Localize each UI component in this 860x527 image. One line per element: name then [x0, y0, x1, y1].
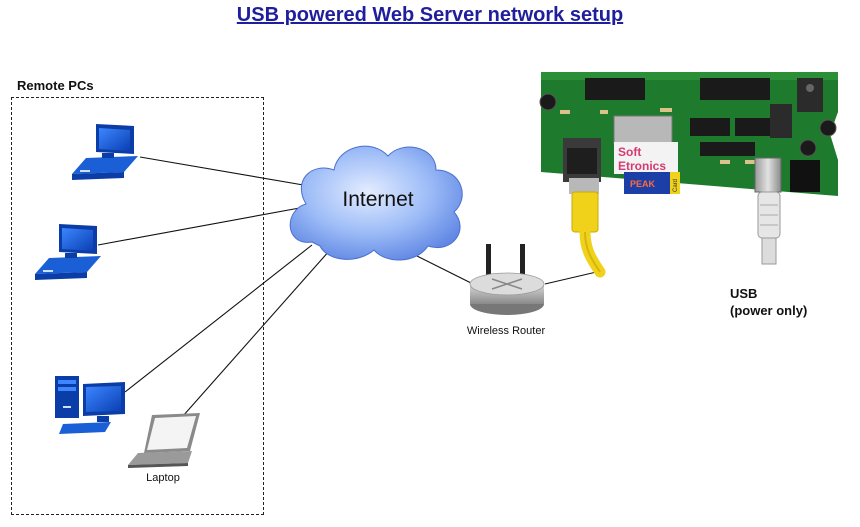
web-server-board: Soft Etronics PEAK Card [539, 72, 838, 196]
laptop-label: Laptop [146, 472, 180, 484]
link-desktop-internet [124, 244, 313, 393]
capacitor [819, 119, 837, 137]
dc-power-jack [790, 160, 820, 192]
memory-card-text: PEAK [630, 179, 656, 189]
memory-card-side-text: Card [673, 179, 679, 192]
internet-label: Internet [342, 188, 413, 211]
remote-pcs-label: Remote PCs [17, 78, 94, 93]
usb-label: USB [730, 286, 757, 301]
memory-card [624, 172, 672, 194]
ic-chip [700, 78, 770, 100]
remote-pcs-group-box [11, 97, 264, 515]
ic-chip [735, 118, 775, 136]
desktop-tower-pc-icon [55, 376, 125, 434]
sd-card-slot [613, 115, 673, 145]
voltage-regulator [797, 78, 823, 112]
ic-chip [585, 78, 645, 100]
usb-cable-icon [754, 157, 782, 265]
ethernet-cable-icon [569, 178, 606, 278]
link-laptop-internet [174, 249, 331, 426]
brand-line-1: Soft [618, 145, 641, 159]
ic-chip [700, 142, 755, 156]
capacitor [799, 139, 817, 157]
ic-chip [690, 118, 730, 136]
link-pc1-internet [139, 156, 316, 188]
brand-label-box [614, 142, 678, 174]
usb-power-only-label: (power only) [730, 303, 807, 318]
remote-pc-1-icon [72, 124, 138, 180]
link-pc2-internet [97, 206, 306, 246]
laptop-icon [128, 413, 200, 468]
router-label: Wireless Router [467, 325, 546, 337]
wireless-router-icon [469, 244, 545, 315]
diagram-title: USB powered Web Server network setup [236, 4, 624, 26]
remote-pc-2-icon [35, 224, 101, 280]
capacitor [539, 93, 557, 111]
internet-cloud-icon [289, 145, 463, 261]
voltage-regulator [770, 104, 792, 138]
brand-line-2: Etronics [618, 159, 666, 173]
